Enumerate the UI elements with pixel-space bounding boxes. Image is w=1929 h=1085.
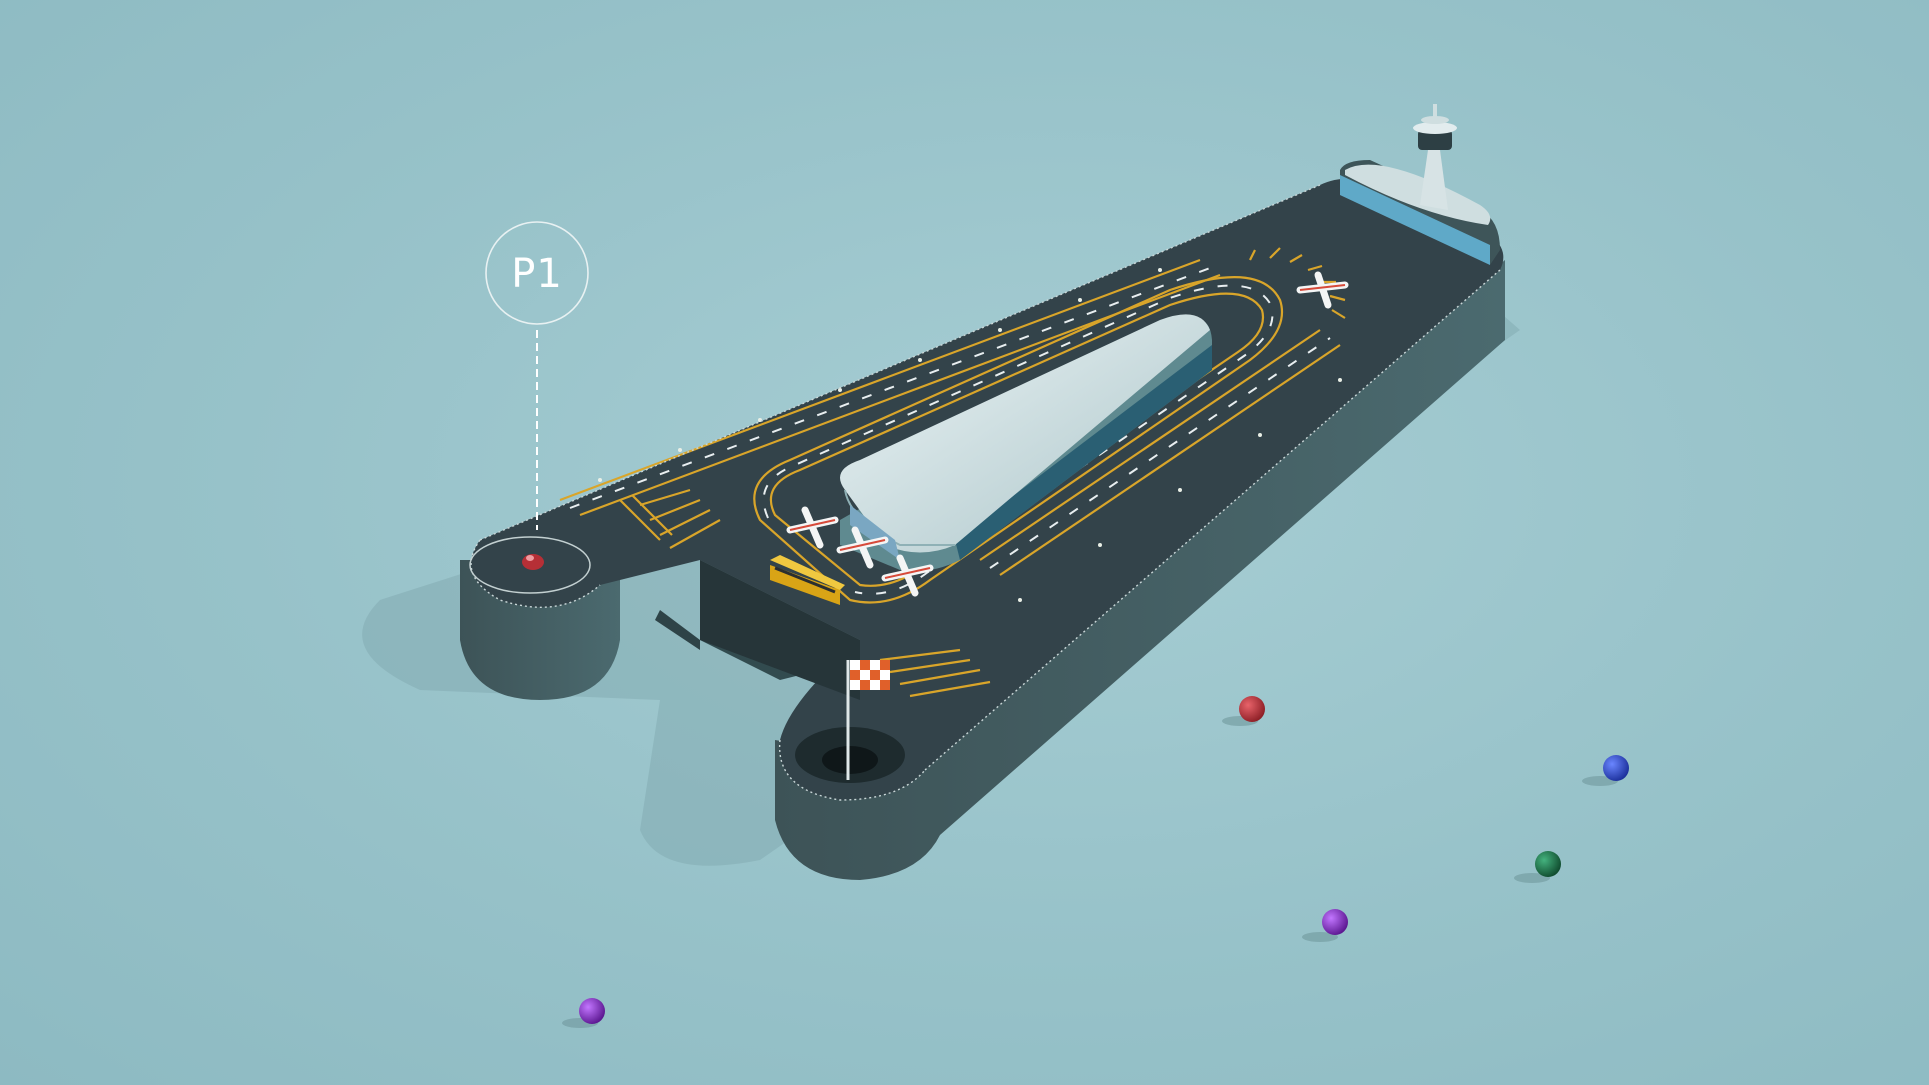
airplane-icon [836,526,889,569]
platform-notch [700,560,860,700]
windsock-flag-icon [795,660,905,783]
ball-blue [1603,755,1629,781]
airplane-icon [881,554,934,597]
left-landing-pad [469,536,591,594]
platform-fence [470,184,1501,801]
airplane-icon [1296,271,1349,309]
terminal-building [840,314,1212,572]
marker-label: P1 [511,251,563,297]
ball-shadow [1514,873,1550,883]
bus-icon [770,555,845,605]
runway-lights [598,268,1342,602]
ball-purple [1322,909,1348,935]
runway-markings [559,247,1346,698]
ball-purple [579,998,605,1024]
control-tower [1340,104,1500,265]
ball-green [1535,851,1561,877]
ball-red [1239,696,1265,722]
runway-centerline [569,267,1331,595]
scattered-balls [562,696,1629,1028]
pin-marker-icon [485,221,589,530]
airplane-icon [786,506,839,549]
ball-shadow [1302,932,1338,942]
